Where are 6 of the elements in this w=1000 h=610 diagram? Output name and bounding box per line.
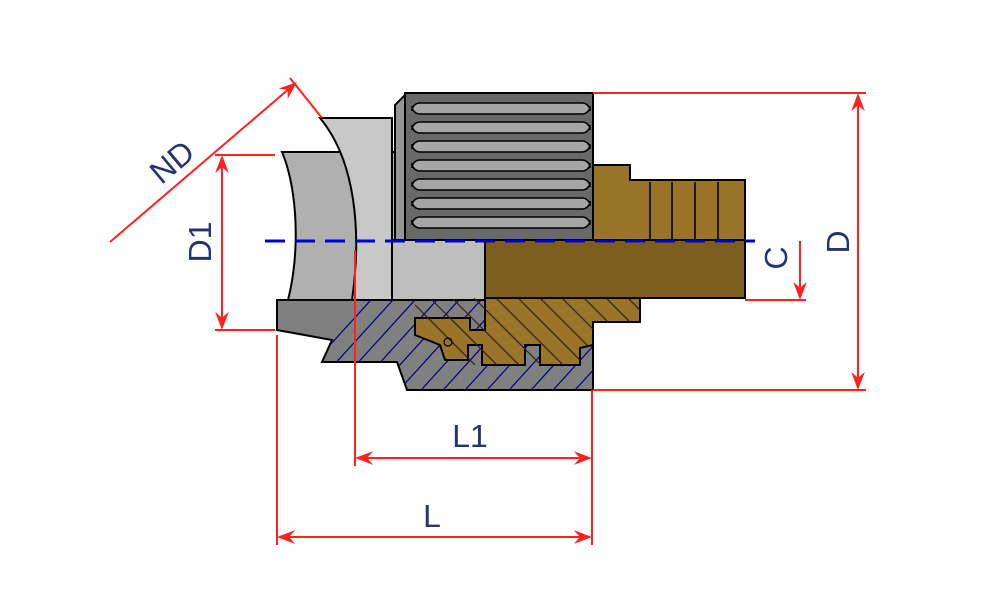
dimension-label: L: [426, 505, 440, 528]
dimension-label: D1: [189, 223, 211, 260]
dimension-label: C: [764, 248, 788, 268]
dimension-label: L1: [454, 425, 486, 448]
dimension-label: D: [827, 232, 850, 251]
dimension-label: ND: [149, 144, 192, 184]
